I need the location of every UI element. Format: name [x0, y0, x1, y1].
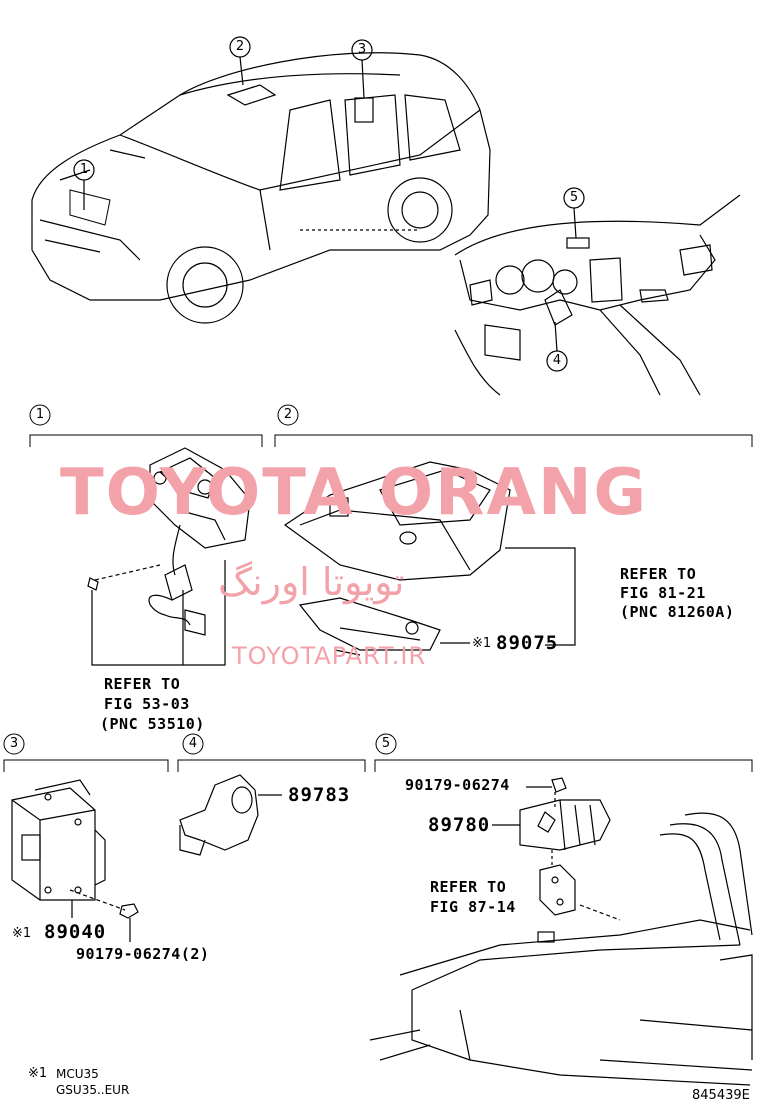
callout-5: 5	[569, 190, 579, 205]
section2-refer-line2: FIG 81-21	[620, 584, 706, 602]
section-5-number: 5	[381, 736, 391, 751]
callout-1: 1	[79, 162, 89, 177]
section3-bolt-number: 90179-06274(2)	[76, 945, 210, 963]
section3-part-prefix: ※1	[12, 926, 32, 941]
section2-refer-line3: (PNC 81260A)	[620, 603, 735, 621]
ecu-illustration	[11, 779, 139, 942]
section-4-number: 4	[188, 736, 198, 751]
figure-code: 845439E	[692, 1088, 750, 1103]
vehicle-illustration	[31, 52, 491, 324]
dashboard-illustration	[454, 194, 741, 396]
sensor-illustration	[179, 774, 282, 856]
section-2-number: 2	[283, 407, 293, 422]
callout-4: 4	[552, 353, 562, 368]
section-brackets	[3, 404, 753, 772]
section5-bolt-number: 90179-06274	[405, 776, 510, 794]
footnote-line2: GSU35..EUR	[56, 1083, 130, 1097]
hood-lock-illustration	[87, 447, 251, 666]
section1-refer-line2: FIG 53-03	[104, 695, 190, 713]
section1-refer-line1: REFER TO	[104, 675, 181, 693]
section-1-number: 1	[35, 407, 45, 422]
watermark-main: TOYOTA ORANG	[60, 456, 649, 530]
section5-refer-line2: FIG 87-14	[430, 898, 516, 916]
section2-refer-line1: REFER TO	[620, 565, 697, 583]
section3-part-number: 89040	[44, 921, 107, 943]
section-3-number: 3	[9, 736, 19, 751]
callout-3: 3	[357, 42, 367, 57]
watermark-arabic: تویوتا اورنگ	[218, 560, 405, 604]
footnote-mark: ※1	[28, 1066, 48, 1081]
section1-refer-line3: (PNC 53510)	[100, 715, 205, 733]
overhead-console-illustration	[283, 461, 576, 656]
section5-part-number: 89780	[428, 814, 491, 836]
section2-part-prefix: ※1	[472, 636, 492, 651]
section5-refer-line1: REFER TO	[430, 878, 507, 896]
section4-part-number: 89783	[288, 784, 351, 806]
section2-part-number: 89075	[496, 632, 559, 654]
bracket-illustration	[369, 777, 753, 1086]
callout-circles	[73, 36, 585, 372]
footnote-line1: MCU35	[56, 1067, 99, 1081]
watermark-site: TOYOTAPART.IR	[232, 642, 427, 670]
callout-2: 2	[235, 39, 245, 54]
